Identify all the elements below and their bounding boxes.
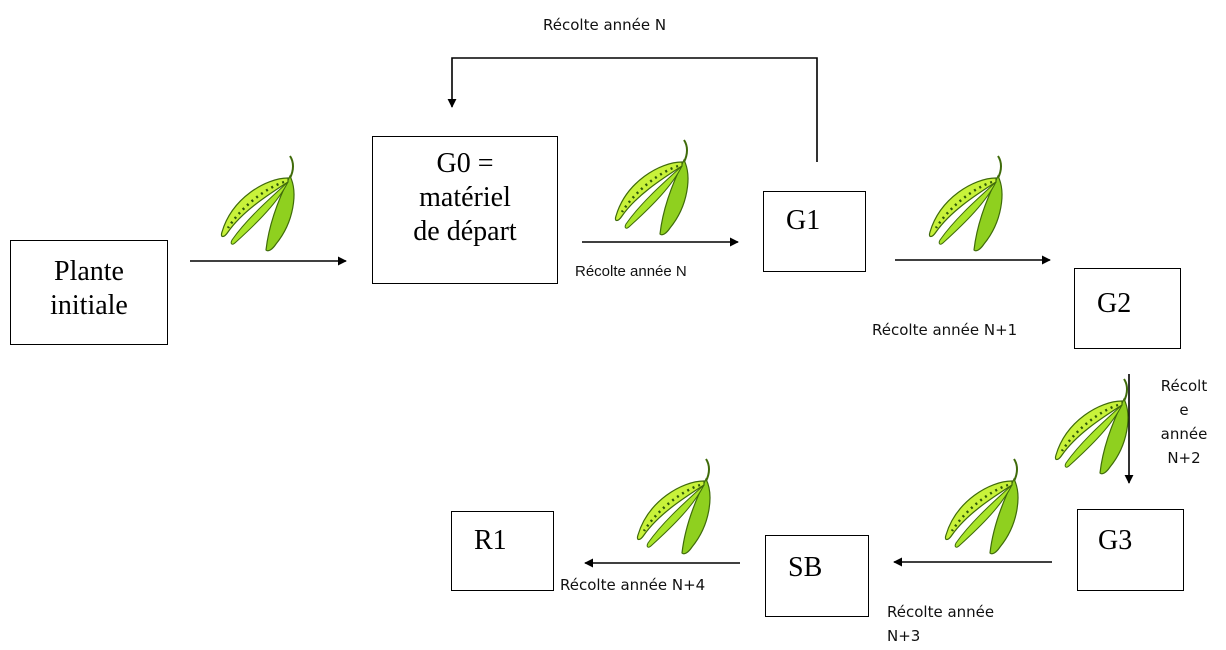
label-g2-g3-line-2: e (1179, 401, 1189, 419)
pea-pod-icon (220, 154, 296, 252)
box-g2: G2 (1074, 268, 1181, 349)
label-g2-g3: Récolt e année N+2 (1151, 374, 1217, 470)
box-g3-label: G3 (1098, 525, 1133, 556)
box-r1: R1 (451, 511, 554, 591)
label-g2-g3-line-1: Récolt (1160, 377, 1208, 395)
box-plante-line-2: initiale (50, 290, 128, 321)
pea-pod-icon (614, 138, 690, 236)
pea-pod-icon (928, 154, 1004, 252)
box-g2-label: G2 (1097, 288, 1132, 319)
box-g0-line-3: de départ (413, 216, 517, 247)
label-sb-r1: Récolte année N+4 (560, 576, 706, 594)
box-g0-line-1: G0 = (436, 148, 494, 179)
box-g0-line-2: matériel (419, 182, 511, 213)
label-g3-sb-line-2: N+3 (887, 627, 921, 645)
box-sb-label: SB (788, 552, 823, 583)
box-plante-line-1: Plante (54, 256, 124, 287)
label-g3-sb: Récolte année N+3 (887, 600, 994, 648)
label-g2-g3-line-3: année (1160, 425, 1208, 443)
label-g1-g2: Récolte année N+1 (872, 321, 1018, 339)
pea-pod-icon (636, 457, 712, 555)
label-g3-sb-line-1: Récolte année (887, 603, 995, 621)
box-g1-label: G1 (786, 205, 821, 236)
box-g1: G1 (763, 191, 866, 272)
pea-pod-icon (944, 457, 1020, 555)
label-loop: Récolte année N (543, 16, 667, 34)
pea-pod-icon (1054, 377, 1130, 475)
box-g0: G0 = matériel de départ (372, 136, 558, 284)
box-plante-initiale: Plante initiale (10, 240, 168, 345)
box-g3: G3 (1077, 509, 1184, 591)
arrow-loop-g1-to-g0 (447, 57, 818, 162)
box-r1-label: R1 (474, 525, 507, 556)
label-g0-g1: Récolte année N (575, 263, 687, 280)
box-sb: SB (765, 535, 869, 617)
label-g2-g3-line-4: N+2 (1167, 449, 1201, 467)
